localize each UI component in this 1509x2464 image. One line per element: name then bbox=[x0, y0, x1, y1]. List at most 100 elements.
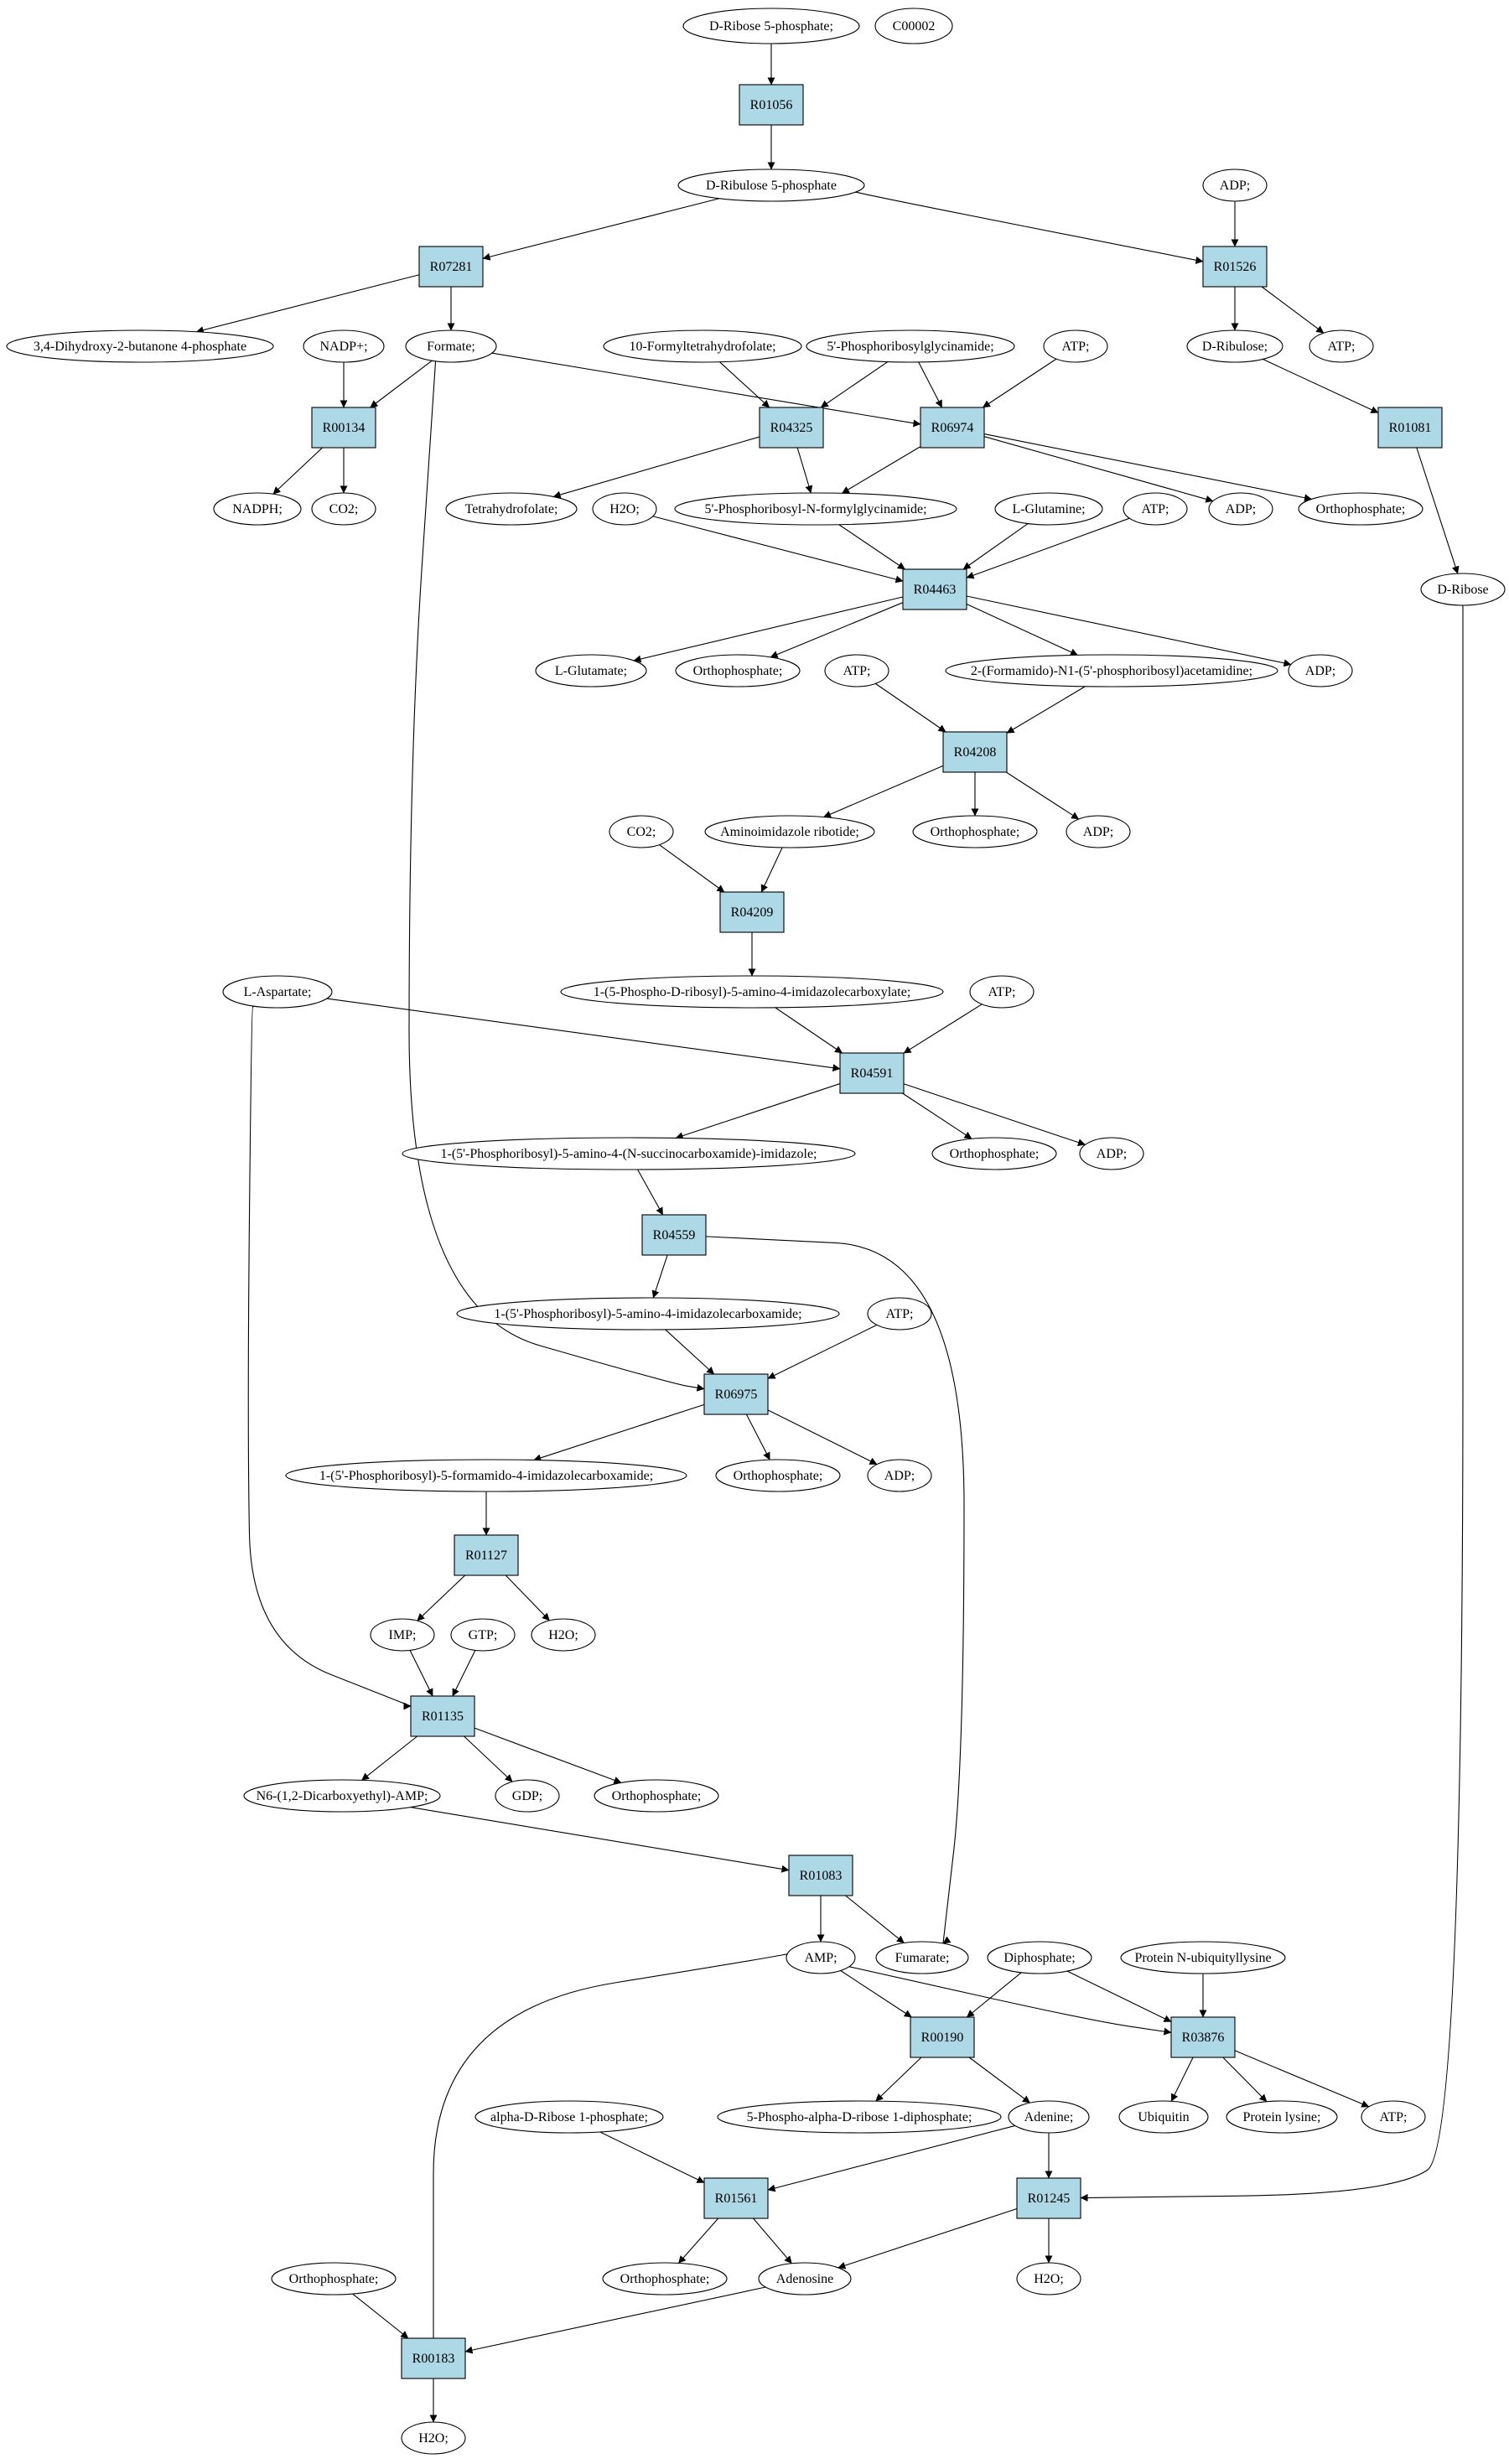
compound-node-5prg[interactable]: 5'-Phosphoribosylglycinamide; bbox=[806, 329, 1015, 363]
compound-node-adp6[interactable]: ADP; bbox=[867, 1459, 932, 1492]
compound-node-pi4[interactable]: Orthophosphate; bbox=[931, 1137, 1057, 1170]
compound-node-thf[interactable]: Tetrahydrofolate; bbox=[445, 492, 578, 526]
compound-node-gdp[interactable]: GDP; bbox=[495, 1779, 560, 1813]
reaction-node-r01526[interactable]: R01526 bbox=[1202, 246, 1268, 288]
compound-node-fumarate[interactable]: Fumarate; bbox=[875, 1941, 969, 1974]
reaction-node-r03876[interactable]: R03876 bbox=[1170, 2016, 1236, 2058]
compound-node-10fthf[interactable]: 10-Formyltetrahydrofolate; bbox=[603, 329, 802, 363]
reaction-node-r04559[interactable]: R04559 bbox=[641, 1214, 707, 1256]
compound-node-formate[interactable]: Formate; bbox=[405, 329, 497, 363]
edge-r06974-to-adp2 bbox=[983, 436, 1214, 503]
reaction-node-r01127[interactable]: R01127 bbox=[454, 1534, 519, 1576]
compound-node-c00002[interactable]: C00002 bbox=[874, 8, 953, 44]
reaction-node-r06975[interactable]: R06975 bbox=[703, 1373, 769, 1415]
compound-node-adr1p[interactable]: alpha-D-Ribose 1-phosphate; bbox=[474, 2100, 664, 2134]
compound-ellipse bbox=[402, 1137, 856, 1170]
compound-node-atp4[interactable]: ATP; bbox=[824, 654, 889, 687]
reaction-node-r01083[interactable]: R01083 bbox=[788, 1854, 853, 1896]
compound-node-saicar[interactable]: 1-(5'-Phosphoribosyl)-5-amino-4-(N-succi… bbox=[402, 1137, 856, 1170]
reaction-node-r07281[interactable]: R07281 bbox=[418, 246, 484, 288]
compound-node-pnul[interactable]: Protein N-ubiquityllysine bbox=[1120, 1941, 1286, 1974]
reaction-node-r04208[interactable]: R04208 bbox=[942, 731, 1008, 773]
compound-node-adp3[interactable]: ADP; bbox=[1288, 654, 1353, 687]
compound-node-ppi[interactable]: Diphosphate; bbox=[987, 1941, 1092, 1974]
compound-node-faicar[interactable]: 1-(5'-Phosphoribosyl)-5-formamido-4-imid… bbox=[285, 1459, 687, 1492]
compound-node-lglu[interactable]: L-Glutamate; bbox=[535, 654, 647, 687]
compound-node-aicar[interactable]: 1-(5'-Phosphoribosyl)-5-amino-4-imidazol… bbox=[456, 1297, 840, 1331]
node-label: R04463 bbox=[914, 583, 957, 597]
reaction-node-r01056[interactable]: R01056 bbox=[739, 84, 804, 126]
compound-node-adenosine[interactable]: Adenosine bbox=[758, 2262, 852, 2295]
compound-node-sampa[interactable]: N6-(1,2-Dicarboxyethyl)-AMP; bbox=[243, 1779, 441, 1813]
compound-node-adp5[interactable]: ADP; bbox=[1079, 1137, 1144, 1170]
edge-laspartate-to-r04591 bbox=[326, 998, 841, 1072]
compound-node-atp7[interactable]: ATP; bbox=[1361, 2100, 1426, 2134]
compound-node-atp6[interactable]: ATP; bbox=[867, 1297, 932, 1331]
compound-node-fgar[interactable]: 5'-Phosphoribosyl-N-formylglycinamide; bbox=[674, 492, 957, 526]
reaction-node-r00190[interactable]: R00190 bbox=[910, 2016, 975, 2058]
compound-node-fgam[interactable]: 2-(Formamido)-N1-(5'-phosphoribosyl)acet… bbox=[945, 654, 1278, 687]
reaction-box bbox=[1016, 2177, 1081, 2219]
reaction-node-r01245[interactable]: R01245 bbox=[1016, 2177, 1081, 2219]
edge-r03876-to-plys bbox=[1222, 2057, 1268, 2103]
node-label: NADPH; bbox=[232, 502, 283, 516]
compound-node-lgln[interactable]: L-Glutamine; bbox=[994, 492, 1103, 526]
compound-node-gtp[interactable]: GTP; bbox=[450, 1618, 516, 1652]
edge-r04463-to-lglu bbox=[633, 596, 904, 663]
compound-node-adp2[interactable]: ADP; bbox=[1208, 492, 1273, 526]
compound-node-h2o1[interactable]: H2O; bbox=[592, 492, 657, 526]
compound-node-h2o2[interactable]: H2O; bbox=[531, 1618, 596, 1652]
node-label: R04591 bbox=[851, 1066, 894, 1081]
compound-node-atp5[interactable]: ATP; bbox=[969, 975, 1035, 1009]
compound-node-pi6[interactable]: Orthophosphate; bbox=[594, 1779, 719, 1813]
reaction-node-r04463[interactable]: R04463 bbox=[902, 568, 967, 610]
reaction-box bbox=[788, 1854, 853, 1896]
compound-node-ubiquitin[interactable]: Ubiquitin bbox=[1118, 2100, 1209, 2134]
compound-node-air[interactable]: Aminoimidazole ribotide; bbox=[704, 815, 875, 848]
reaction-node-r04591[interactable]: R04591 bbox=[839, 1052, 905, 1094]
compound-node-prpp[interactable]: 5-Phospho-alpha-D-ribose 1-diphosphate; bbox=[717, 2100, 1002, 2134]
compound-node-h2o3[interactable]: H2O; bbox=[1016, 2262, 1081, 2295]
compound-node-adp4[interactable]: ADP; bbox=[1066, 815, 1131, 848]
compound-node-dru5p[interactable]: D-Ribulose 5-phosphate bbox=[677, 169, 865, 202]
compound-node-pi5[interactable]: Orthophosphate; bbox=[715, 1459, 841, 1492]
compound-node-dribulose[interactable]: D-Ribulose; bbox=[1186, 329, 1283, 363]
reaction-node-r00183[interactable]: R00183 bbox=[401, 2337, 466, 2379]
compound-node-nadph[interactable]: NADPH; bbox=[213, 492, 302, 526]
compound-node-atp1[interactable]: ATP; bbox=[1043, 329, 1108, 363]
compound-node-pi3[interactable]: Orthophosphate; bbox=[912, 815, 1038, 848]
compound-node-dhbp[interactable]: 3,4-Dihydroxy-2-butanone 4-phosphate bbox=[6, 329, 274, 363]
node-label: R07281 bbox=[430, 260, 473, 274]
reaction-node-r00134[interactable]: R00134 bbox=[311, 407, 376, 449]
reaction-node-r06974[interactable]: R06974 bbox=[920, 407, 985, 449]
reaction-node-r01135[interactable]: R01135 bbox=[410, 1695, 475, 1737]
compound-node-pi2[interactable]: Orthophosphate; bbox=[675, 654, 801, 687]
edge-ppi-to-r00190 bbox=[966, 1972, 1022, 2018]
compound-node-adenine[interactable]: Adenine; bbox=[1008, 2100, 1090, 2134]
compound-node-nadp[interactable]: NADP+; bbox=[303, 329, 385, 363]
reaction-node-r04325[interactable]: R04325 bbox=[759, 407, 824, 449]
compound-ellipse bbox=[874, 8, 953, 44]
node-label: R01135 bbox=[422, 1709, 464, 1724]
compound-node-co2b[interactable]: CO2; bbox=[609, 815, 674, 848]
compound-node-pi1[interactable]: Orthophosphate; bbox=[1298, 492, 1423, 526]
compound-node-dribose[interactable]: D-Ribose bbox=[1420, 573, 1506, 606]
reaction-node-r01081[interactable]: R01081 bbox=[1377, 407, 1443, 449]
compound-node-imp[interactable]: IMP; bbox=[370, 1618, 435, 1652]
compound-node-dr5p[interactable]: D-Ribose 5-phosphate; bbox=[682, 8, 860, 44]
compound-node-plys[interactable]: Protein lysine; bbox=[1226, 2100, 1338, 2134]
compound-node-amp[interactable]: AMP; bbox=[786, 1941, 856, 1974]
node-label: Protein lysine; bbox=[1243, 2110, 1321, 2124]
compound-node-atp2[interactable]: ATP; bbox=[1309, 329, 1374, 363]
reaction-node-r01561[interactable]: R01561 bbox=[703, 2177, 769, 2219]
compound-node-pi7[interactable]: Orthophosphate; bbox=[602, 2262, 728, 2295]
compound-node-h2o4[interactable]: H2O; bbox=[401, 2421, 466, 2455]
reaction-node-r04209[interactable]: R04209 bbox=[719, 891, 785, 933]
compound-node-co2a[interactable]: CO2; bbox=[311, 492, 376, 526]
compound-node-cair[interactable]: 1-(5-Phospho-D-ribosyl)-5-amino-4-imidaz… bbox=[560, 975, 944, 1009]
compound-node-laspartate[interactable]: L-Aspartate; bbox=[222, 975, 333, 1009]
edge-formate-to-r00134 bbox=[370, 360, 433, 408]
compound-node-adp1[interactable]: ADP; bbox=[1202, 169, 1268, 202]
compound-node-pi8[interactable]: Orthophosphate; bbox=[271, 2262, 397, 2295]
compound-node-atp3[interactable]: ATP; bbox=[1123, 492, 1188, 526]
